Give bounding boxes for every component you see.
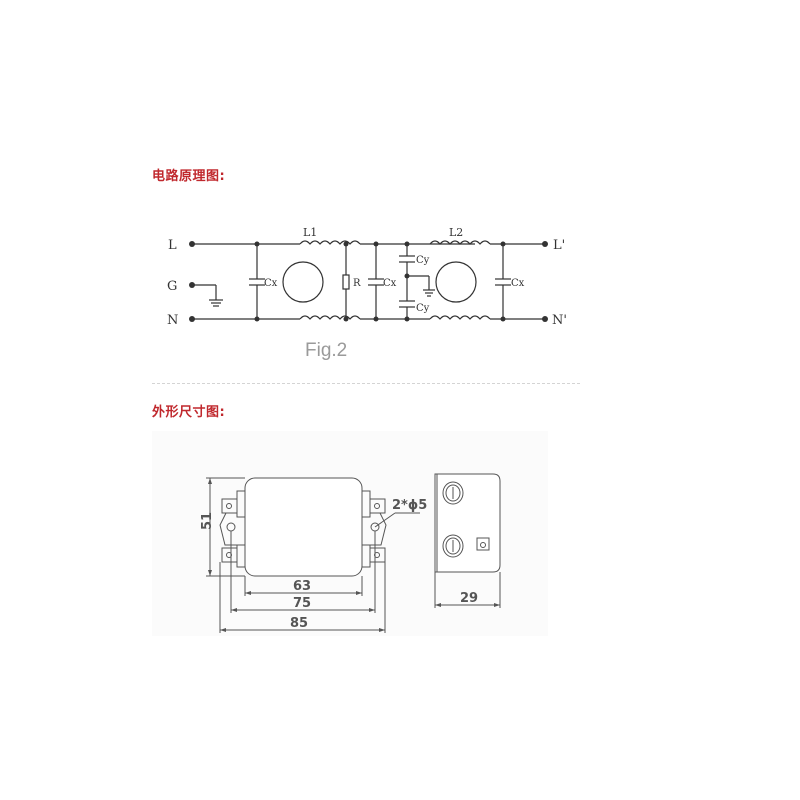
depth-dimension: 29	[460, 591, 478, 606]
cx1-label: Cx	[264, 278, 278, 289]
side-view-outline	[434, 473, 501, 608]
terminal-L-out: L'	[553, 238, 565, 253]
inductor-L2-label: L2	[449, 226, 463, 239]
body-width-dimension: 63	[293, 579, 311, 594]
terminal-N-out: N'	[552, 313, 567, 328]
mount-width-dimension: 75	[293, 596, 311, 611]
section-divider	[152, 383, 580, 384]
cy-top-label: Cy	[416, 255, 430, 266]
front-view-outline	[206, 477, 420, 633]
overall-width-dimension: 85	[290, 616, 308, 631]
terminal-G: G	[167, 279, 177, 294]
cx2-label: Cx	[383, 278, 397, 289]
dimension-drawing-heading: 外形尺寸图:	[152, 405, 226, 420]
terminal-N: N	[167, 313, 178, 328]
inductor-L1-label: L1	[303, 226, 317, 239]
cx3-label: Cx	[511, 278, 525, 289]
circuit-diagram-heading: 电路原理图:	[152, 169, 226, 184]
resistor-label: R	[353, 278, 361, 289]
terminal-L: L	[168, 238, 177, 253]
cy-bottom-label: Cy	[416, 303, 430, 314]
height-dimension: 51	[200, 512, 215, 530]
figure-caption: Fig.2	[305, 340, 347, 361]
hole-dimension: 2*ϕ5	[392, 498, 427, 513]
